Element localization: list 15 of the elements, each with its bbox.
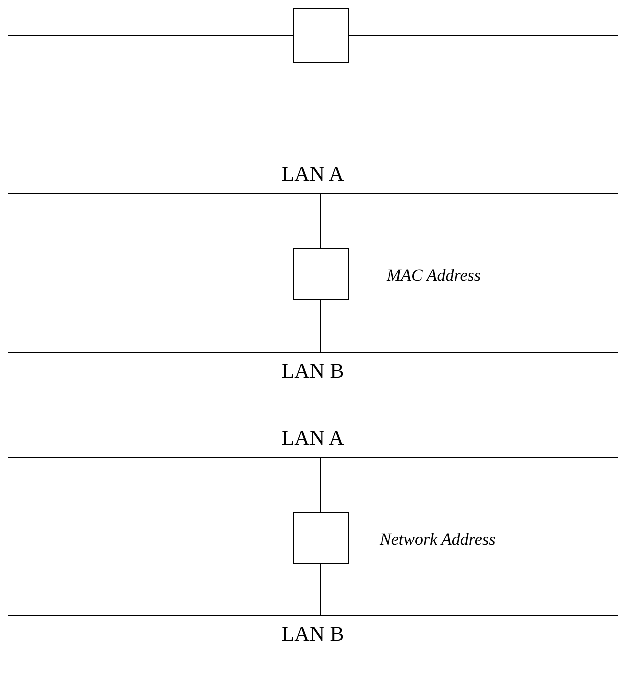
bridge-box — [293, 248, 349, 300]
bridge-box — [293, 8, 349, 63]
address-label: MAC Address — [387, 266, 481, 286]
network-label: LAN B — [282, 359, 344, 384]
connector-line — [8, 35, 294, 36]
network-label: LAN B — [282, 622, 344, 647]
connector-line — [320, 300, 322, 352]
connector-line — [320, 458, 322, 512]
network-label: LAN A — [282, 426, 344, 451]
bridge-box — [293, 512, 349, 564]
connector-line — [320, 564, 322, 616]
connector-line — [348, 35, 618, 36]
network-label: LAN A — [282, 162, 344, 187]
address-label: Network Address — [380, 530, 496, 550]
connector-line — [320, 194, 322, 248]
